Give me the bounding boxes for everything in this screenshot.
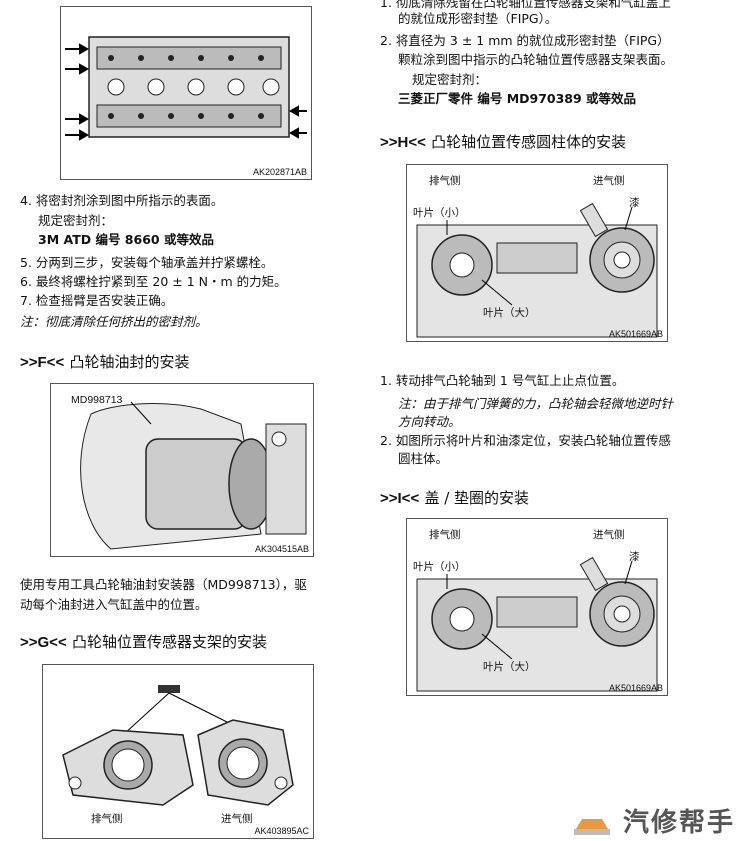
step-7: 7. 检查摇臂是否安装正确。 [20, 292, 173, 310]
step-text: 将直径为 3 ± 1 mm 的就位成形密封垫（FIPG） [395, 33, 670, 48]
figure-cylinder-head: AK202871AB [60, 6, 312, 180]
step-number: 7. [20, 293, 32, 308]
paint-label: 漆 [629, 551, 640, 563]
tool-label: MD998713 [71, 394, 123, 406]
car-logo-icon [573, 818, 610, 835]
top-step-2: 2. 将直径为 3 ± 1 mm 的就位成形密封垫（FIPG） [380, 32, 670, 50]
section-tag: >>H<< [380, 134, 426, 151]
exhaust-side-label: 排气侧 [91, 813, 123, 825]
note-line-1: 注：由于排气门弹簧的力，凸轮轴会轻微地逆时针 [398, 396, 674, 411]
step-number: 1. [380, 373, 392, 388]
section-heading-i: >>I<< 盖 / 垫圈的安装 [380, 488, 529, 509]
blade-large-label: 叶片（大） [483, 307, 536, 319]
paragraph-line-2: 动每个油封进入气缸盖中的位置。 [20, 597, 208, 612]
blade-small-label: 叶片（小） [413, 561, 466, 573]
intake-side-label: 进气侧 [593, 175, 625, 187]
note: 注：彻底清除任何挤出的密封剂。 [20, 314, 208, 329]
step-h-2-cont: 圆柱体。 [398, 451, 449, 466]
figure-code: AK202871AB [252, 167, 307, 177]
step-text: 将密封剂涂到图中所指示的表面。 [35, 193, 224, 208]
figure-code: AK304515AB [254, 544, 309, 554]
step-number: 2. [380, 33, 392, 48]
step-h-1: 1. 转动排气凸轮轴到 1 号气缸上止点位置。 [380, 372, 624, 390]
step-number: 5. [20, 255, 32, 270]
section-title: 凸轮轴油封的安装 [69, 353, 190, 371]
step-number: 4. [20, 193, 32, 208]
step-4: 4. 将密封剂涂到图中所指示的表面。 [20, 192, 223, 210]
exhaust-side-label: 排气侧 [429, 529, 461, 541]
top-step-1: 1. 彻底清除残留在凸轮轴位置传感器支架和气缸盖上 [380, 0, 671, 12]
step-6: 6. 最终将螺栓拧紧到至 20 ± 1 N・m 的力矩。 [20, 273, 287, 291]
figure-code: AK501669AB [608, 683, 663, 693]
section-heading-f: >>F<< 凸轮轴油封的安装 [20, 352, 189, 373]
step-h-2: 2. 如图所示将叶片和油漆定位，安装凸轮轴位置传感 [380, 432, 671, 450]
sensor-bracket-drawing [62, 685, 294, 806]
section-title: 凸轮轴位置传感圆柱体的安装 [431, 133, 627, 151]
oil-seal-installer-drawing [80, 401, 307, 550]
section-title: 凸轮轴位置传感器支架的安装 [71, 633, 267, 651]
cam-sensor-cylinder-drawing [416, 202, 658, 338]
spec-title: 规定密封剂： [38, 213, 114, 228]
figure-sensor-bracket: 排气侧 进气侧 AK403895AC [42, 664, 314, 839]
step-text: 彻底清除残留在凸轮轴位置传感器支架和气缸盖上 [395, 0, 671, 10]
step-text: 最终将螺栓拧紧到至 20 ± 1 N・m 的力矩。 [35, 274, 287, 289]
step-text: 转动排气凸轮轴到 1 号气缸上止点位置。 [395, 373, 625, 388]
note-line-2: 方向转动。 [398, 414, 461, 429]
spec-value: 三菱正厂零件 编号 MD970389 或等效品 [398, 91, 637, 106]
intake-side-label: 进气侧 [221, 813, 253, 825]
step-text: 如图所示将叶片和油漆定位，安装凸轮轴位置传感 [395, 433, 671, 448]
figure-cam-sensor-cylinder-i: 排气侧 进气侧 叶片（小） 漆 叶片（大） AK501669AB [406, 518, 668, 696]
figure-code: AK403895AC [254, 826, 309, 836]
section-title: 盖 / 垫圈的安装 [424, 489, 530, 507]
section-tag: >>I<< [380, 490, 420, 507]
step-number: 1. [380, 0, 392, 10]
intake-side-label: 进气侧 [593, 529, 625, 541]
spec-value: 3M ATD 编号 8660 或等效品 [38, 232, 214, 247]
step-5: 5. 分两到三步，安装每个轴承盖并拧紧螺栓。 [20, 254, 273, 272]
blade-large-label: 叶片（大） [483, 661, 536, 673]
figure-cam-sensor-cylinder-h: 排气侧 进气侧 叶片（小） 漆 叶片（大） AK501669AB [406, 164, 668, 342]
paint-label: 漆 [629, 197, 640, 209]
section-heading-h: >>H<< 凸轮轴位置传感圆柱体的安装 [380, 132, 626, 153]
watermark-text: 汽修帮手 [622, 808, 735, 838]
step-text: 检查摇臂是否安装正确。 [35, 293, 174, 308]
cylinder-head-drawing [65, 36, 307, 141]
figure-oil-seal-installer: MD998713 AK304515AB [50, 383, 314, 557]
paragraph-line-1: 使用专用工具凸轮轴油封安装器（MD998713），驱 [20, 577, 307, 592]
watermark-logo: 汽修帮手 [572, 802, 735, 839]
step-text: 分两到三步，安装每个轴承盖并拧紧螺栓。 [35, 255, 274, 270]
exhaust-side-label: 排气侧 [429, 175, 461, 187]
cam-sensor-cylinder-drawing [416, 556, 658, 692]
blade-small-label: 叶片（小） [413, 207, 466, 219]
figure-code: AK501669AB [608, 329, 663, 339]
section-heading-g: >>G<< 凸轮轴位置传感器支架的安装 [20, 632, 267, 653]
top-step-1-cont: 的就位成形密封垫（FIPG）。 [398, 11, 558, 26]
step-number: 6. [20, 274, 32, 289]
section-tag: >>G<< [20, 634, 67, 651]
step-number: 2. [380, 433, 392, 448]
section-tag: >>F<< [20, 354, 65, 371]
top-step-2-cont: 颗粒涂到图中指示的凸轮轴位置传感器支架表面。 [398, 52, 674, 67]
spec-title: 规定密封剂： [412, 72, 488, 87]
